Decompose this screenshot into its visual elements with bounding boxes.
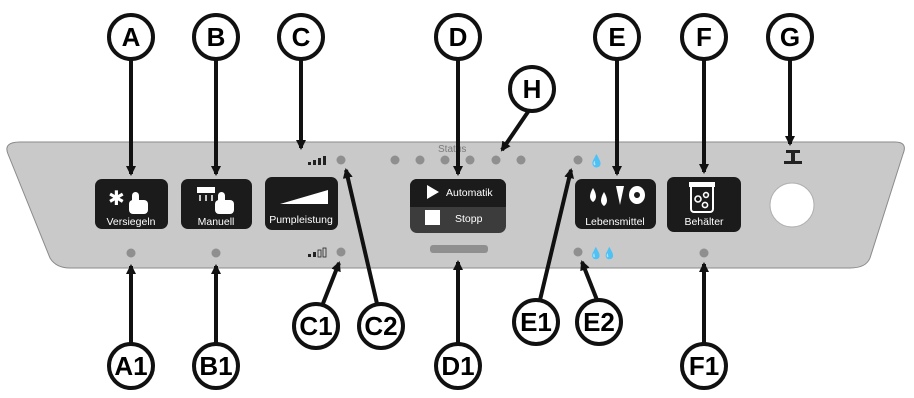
manuell-led [211, 248, 221, 258]
svg-text:C2: C2 [364, 311, 397, 341]
status-led [440, 155, 450, 165]
versiegeln-label: Versiegeln [106, 216, 155, 228]
status-led [415, 155, 425, 165]
behaelter-label: Behälter [684, 216, 724, 228]
manuell-button[interactable]: Manuell [181, 179, 252, 229]
status-led-row [390, 155, 526, 165]
callout-a: A [107, 13, 155, 61]
callout-a1: A1 [107, 342, 155, 390]
seal-snowflake-icon: ✱ [108, 186, 125, 210]
arrow-e1 [538, 168, 575, 301]
svg-text:D1: D1 [441, 351, 474, 381]
lebensmittel-button[interactable]: Lebensmittel [575, 179, 656, 229]
callout-arrows [126, 58, 795, 345]
versiegeln-led [126, 248, 136, 258]
svg-text:D: D [449, 22, 468, 52]
versiegeln-button[interactable]: ✱ Versiegeln [95, 179, 168, 229]
pump-power-ramp-icon [280, 190, 328, 204]
svg-text:C1: C1 [299, 311, 332, 341]
play-icon [427, 185, 439, 199]
stop-icon [425, 210, 440, 225]
svg-text:E: E [608, 22, 625, 52]
callout-e: E [593, 13, 641, 61]
status-label: Status [438, 144, 466, 155]
callout-f: F [680, 13, 728, 61]
callout-c2: C2 [357, 302, 405, 350]
pump-low-level-icon [308, 247, 327, 258]
svg-text:A: A [122, 22, 141, 52]
pump-low-led [336, 247, 346, 257]
callout-g: G [766, 13, 814, 61]
svg-text:F1: F1 [689, 351, 719, 381]
behaelter-led [699, 248, 709, 258]
callout-e2: E2 [575, 298, 623, 346]
food-icon [590, 186, 645, 206]
arrow-e2 [580, 260, 599, 301]
single-drop-led [573, 155, 583, 165]
stopp-label: Stopp [455, 213, 483, 225]
svg-text:G: G [780, 22, 800, 52]
callout-c: C [277, 13, 325, 61]
pump-high-level-icon [308, 156, 326, 165]
arrow-h [500, 104, 534, 152]
double-drop-icon: 💧💧 [589, 247, 616, 260]
callout-b1: B1 [192, 342, 240, 390]
svg-text:C: C [292, 22, 311, 52]
single-drop-icon: 💧 [589, 154, 604, 168]
svg-text:A1: A1 [114, 351, 147, 381]
svg-text:B1: B1 [199, 351, 232, 381]
svg-text:H: H [523, 74, 542, 104]
automatik-stopp-button[interactable]: Automatik Stopp [410, 179, 506, 233]
lid-sensor-icon [784, 150, 802, 164]
status-led [516, 155, 526, 165]
callout-h: H [508, 65, 556, 113]
pumpleistung-label: Pumpleistung [269, 214, 333, 226]
callout-c1: C1 [292, 302, 340, 350]
pump-high-led [336, 155, 346, 165]
svg-text:E1: E1 [520, 307, 552, 337]
lid-sensor-knob[interactable] [769, 182, 815, 228]
callout-f1: F1 [680, 342, 728, 390]
arrow-c1 [320, 261, 341, 307]
lebensmittel-label: Lebensmittel [585, 216, 645, 228]
manuell-label: Manuell [198, 216, 235, 228]
automatik-label: Automatik [446, 187, 493, 199]
svg-text:F: F [696, 22, 712, 52]
svg-text:E2: E2 [583, 307, 615, 337]
behaelter-button[interactable]: Behälter [667, 177, 741, 232]
status-led [465, 155, 475, 165]
manual-seal-icon [197, 187, 215, 201]
callout-b: B [192, 13, 240, 61]
pumpleistung-button[interactable]: Pumpleistung [265, 177, 338, 230]
status-led [491, 155, 501, 165]
double-drop-led [573, 247, 583, 257]
callout-d1: D1 [434, 342, 482, 390]
svg-text:B: B [207, 22, 226, 52]
status-led [390, 155, 400, 165]
touch-hand-icon [215, 192, 234, 214]
touch-hand-icon [129, 192, 148, 214]
arrow-c2 [342, 168, 380, 309]
status-bar-indicator [430, 245, 488, 253]
callout-d: D [434, 13, 482, 61]
callout-e1: E1 [512, 298, 560, 346]
container-jar-icon [689, 182, 715, 213]
